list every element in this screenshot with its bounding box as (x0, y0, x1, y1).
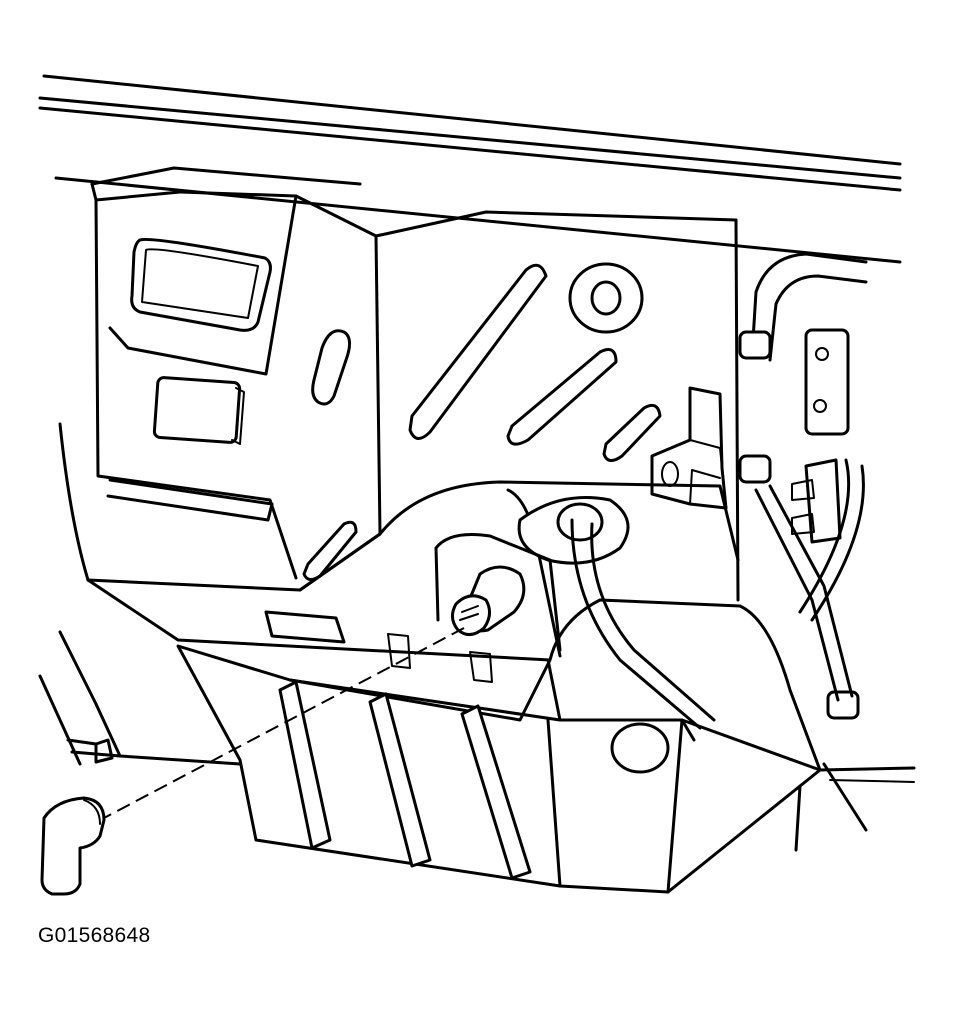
diagonal-slot-mid (508, 350, 616, 445)
upper-frame-rails (40, 76, 900, 262)
center-panel (296, 196, 736, 590)
lower-left-items (40, 632, 240, 894)
lower-floor-structure (60, 424, 738, 682)
mounting-bracket (652, 388, 726, 508)
tank-rib-3 (462, 706, 530, 878)
panel-window-opening (132, 239, 271, 330)
right-side-lines (740, 254, 866, 718)
lower-clamp-block (806, 460, 840, 542)
diagonal-slot-short (604, 405, 660, 460)
panel-grommet-inner (592, 282, 620, 314)
center-slot-upper (313, 331, 350, 404)
floor-slot-rect (266, 612, 344, 642)
figure-id-label: G01568648 (38, 924, 151, 947)
fuel-connector-assembly (436, 535, 560, 651)
connector-nut (452, 596, 489, 635)
tank-rib-2 (370, 694, 430, 866)
elbow-fitting (42, 798, 104, 894)
upper-bolt (740, 332, 770, 358)
center-slot-lower (304, 522, 356, 579)
vent-grommet-inner (558, 504, 602, 540)
fuel-tank (178, 600, 914, 892)
connector-guide-line (104, 628, 464, 818)
tank-rib-1 (280, 682, 330, 848)
vent-hose (508, 490, 714, 728)
middle-bolt (740, 456, 770, 482)
right-panel (410, 220, 738, 600)
diagonal-slot-long (410, 265, 546, 438)
lower-bolt (828, 692, 858, 718)
panel-square-pad (154, 377, 240, 443)
left-body-panel (96, 192, 296, 578)
upper-clamp-block (806, 330, 848, 434)
tank-filler-cap (612, 724, 668, 772)
